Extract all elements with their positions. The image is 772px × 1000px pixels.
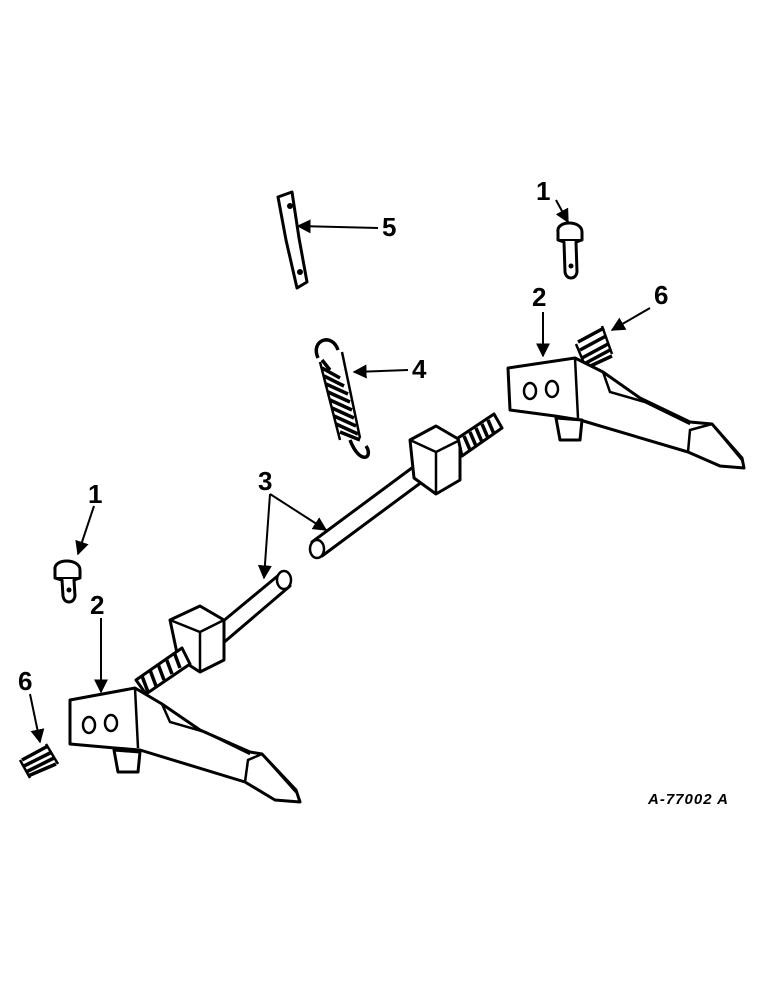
callout-labels: 1 2 6 5 4 3 1 2 6 <box>18 176 668 696</box>
pin-part-1-left <box>53 559 82 604</box>
callout-1-right: 1 <box>536 176 550 206</box>
bracket-part-5 <box>276 190 309 290</box>
callout-1-left: 1 <box>88 479 102 509</box>
spring-part-4 <box>314 338 371 459</box>
callout-2-right: 2 <box>532 282 546 312</box>
callout-3: 3 <box>258 466 272 496</box>
callout-6-left: 6 <box>18 666 32 696</box>
callout-4: 4 <box>412 354 427 384</box>
callout-5: 5 <box>382 212 396 242</box>
spring-part-6-left <box>18 743 60 779</box>
rod-part-3-rear <box>308 412 504 560</box>
pin-part-1-right <box>556 221 584 280</box>
shoe-part-2-left <box>68 686 302 804</box>
callout-2-left: 2 <box>90 590 104 620</box>
rod-part-3-front <box>134 569 293 696</box>
shoe-part-2-right <box>506 356 746 470</box>
reference-code: A-77002 A <box>647 791 729 808</box>
callout-6-right: 6 <box>654 280 668 310</box>
leader-lines <box>29 199 651 744</box>
